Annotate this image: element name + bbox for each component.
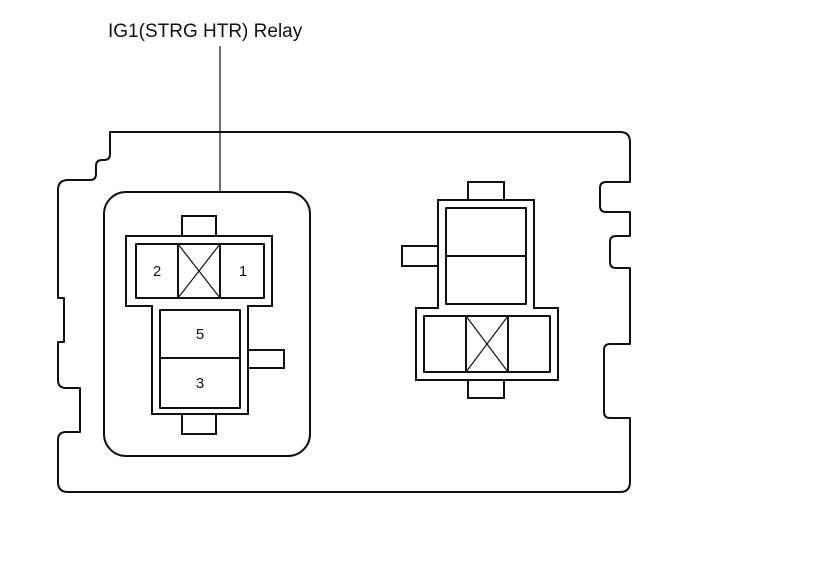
second-connector-body [415,199,559,381]
connector-body [125,235,273,415]
pin-5-label: 5 [196,326,204,343]
blank-cavity [177,243,221,299]
connector-top-tab [181,215,217,237]
second-blank-cavity [465,315,509,373]
relay-socket-outline [103,191,311,457]
pin-2-label: 2 [153,263,161,280]
second-side-tab [401,245,441,267]
connector-bottom-tab [181,413,217,435]
second-relay-connector [401,181,559,399]
pin-1-label: 1 [239,263,247,280]
relay-connector: 2 1 5 3 [125,215,285,435]
pin-3-label: 3 [196,375,204,392]
relay-callout-label: IG1(STRG HTR) Relay [108,21,303,42]
relay-box-housing [57,131,631,493]
